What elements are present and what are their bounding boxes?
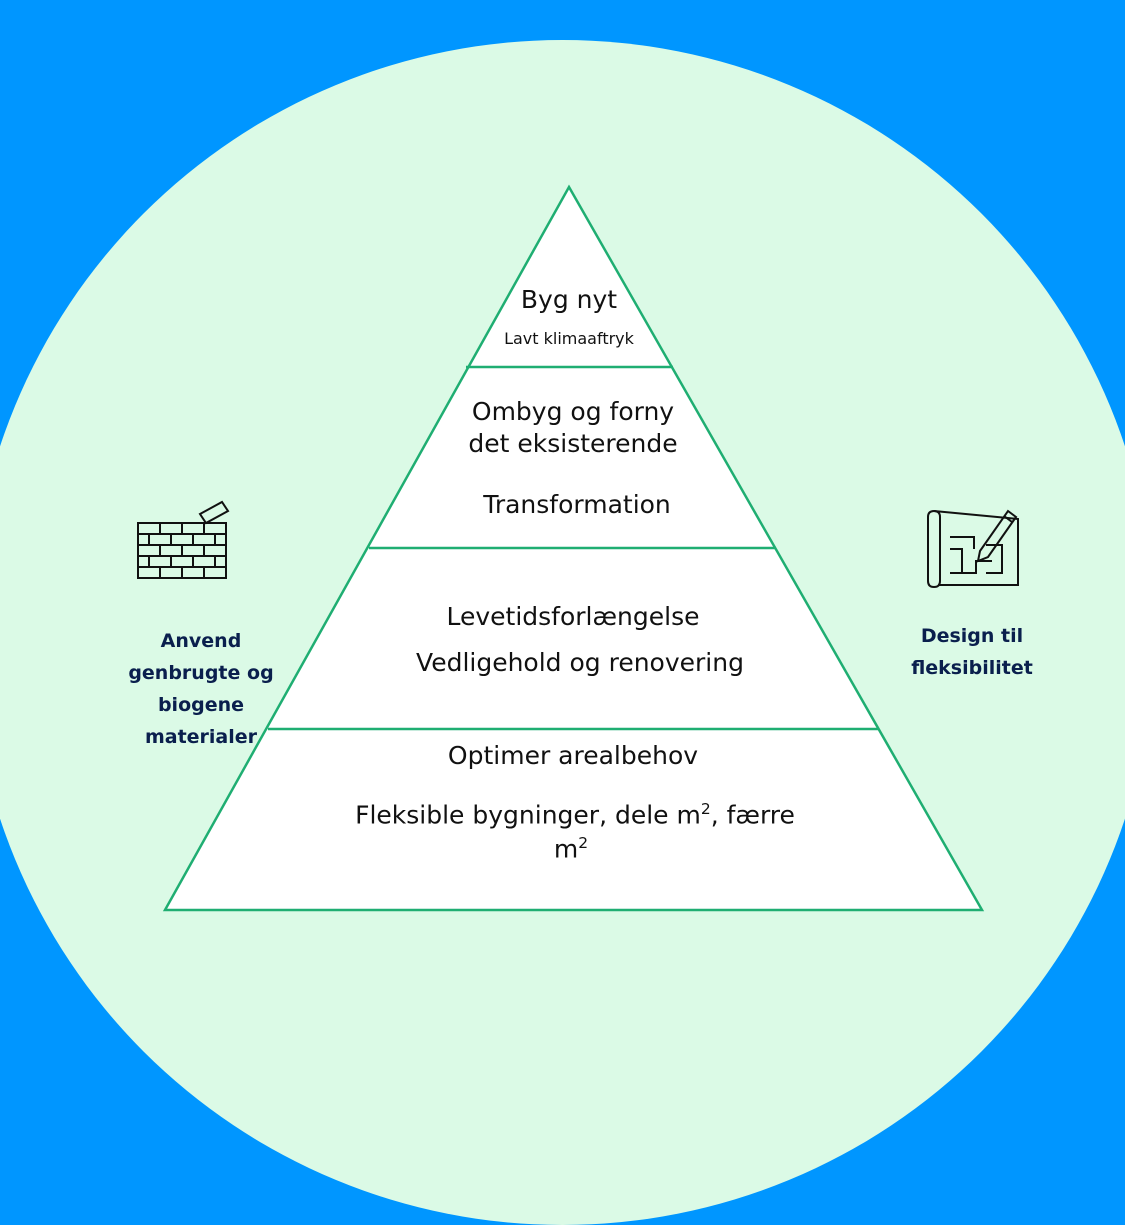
- brick-wall-icon: [137, 500, 230, 579]
- level2-line3: Transformation: [483, 490, 671, 519]
- level2-line2: det eksisterende: [468, 429, 678, 458]
- pyramid-diagram: [162, 184, 985, 912]
- level4-line2-end: , færre: [710, 800, 795, 830]
- level1-subtitle: Lavt klimaaftryk: [504, 329, 634, 348]
- level3-line1: Levetidsforlængelse: [446, 602, 700, 631]
- left-label-line4: materialer: [144, 726, 258, 748]
- level1-title: Byg nyt: [520, 285, 618, 314]
- blueprint-pencil-icon: [927, 509, 1019, 589]
- right-label-line2: fleksibilitet: [911, 657, 1033, 679]
- level4-sup2: 2: [578, 834, 589, 852]
- level4-sup1: 2: [700, 800, 711, 818]
- right-label: Design til fleksibilitet: [911, 620, 1033, 684]
- level4-line1: Optimer arealbehov: [447, 741, 699, 770]
- level4-line3: m2: [554, 834, 588, 863]
- level4-line3-text: m: [553, 834, 579, 864]
- level4-line2: Fleksible bygninger, dele m2, færre: [355, 800, 795, 829]
- level4-line2-text: Fleksible bygninger, dele m: [355, 800, 701, 830]
- level3-line2: Vedligehold og renovering: [416, 648, 744, 677]
- left-label: Anvend genbrugte og biogene materialer: [128, 625, 273, 753]
- left-label-line1: Anvend: [160, 630, 242, 652]
- right-label-line1: Design til: [920, 625, 1024, 647]
- level2-line1: Ombyg og forny: [471, 397, 675, 426]
- left-label-line2: genbrugte og: [128, 662, 274, 684]
- left-label-line3: biogene: [157, 694, 245, 716]
